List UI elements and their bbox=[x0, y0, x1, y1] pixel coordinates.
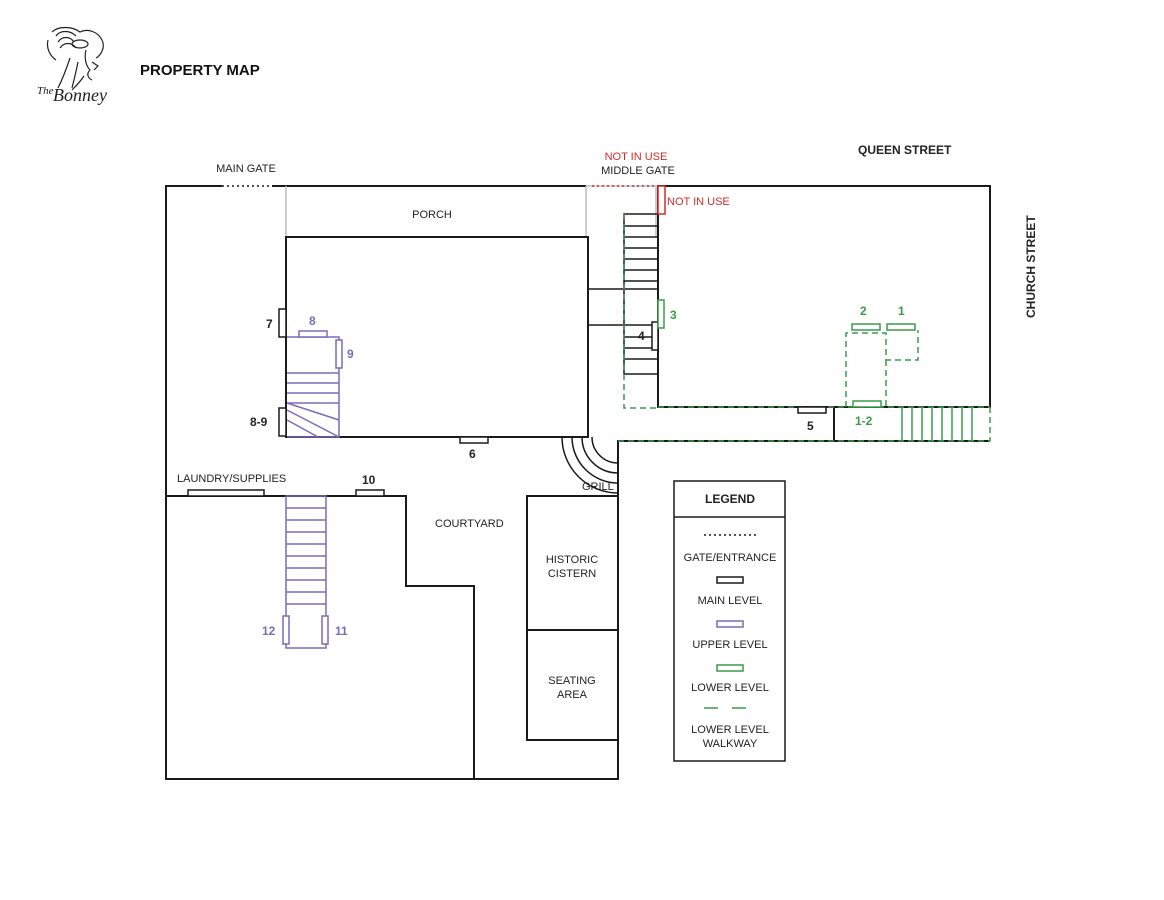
legend-main-label: MAIN LEVEL bbox=[698, 595, 763, 607]
main-gate-label: MAIN GATE bbox=[216, 163, 276, 175]
legend-title: LEGEND bbox=[705, 492, 755, 506]
room-label-8-9: 8-9 bbox=[250, 415, 268, 429]
laundry-door[interactable] bbox=[187, 489, 265, 497]
room-label-12: 12 bbox=[262, 624, 276, 638]
room-label-7: 7 bbox=[266, 317, 273, 331]
lower-level-doors bbox=[657, 299, 916, 408]
door-11[interactable] bbox=[321, 615, 329, 645]
room-label-1: 1 bbox=[898, 304, 905, 318]
bonney-logo: The Bonney bbox=[37, 26, 107, 105]
room-label-1-2: 1-2 bbox=[855, 414, 873, 428]
legend-upper-swatch bbox=[716, 620, 744, 628]
door-3[interactable] bbox=[657, 299, 665, 329]
middle-gate-label: MIDDLE GATE bbox=[601, 165, 675, 177]
room-label-5: 5 bbox=[807, 419, 814, 433]
upper-stairs-south bbox=[285, 495, 327, 649]
church-street-label: CHURCH STREET bbox=[1024, 215, 1038, 318]
logo-text-bonney: Bonney bbox=[53, 85, 107, 105]
seating-area bbox=[526, 629, 619, 741]
east-building bbox=[657, 185, 991, 408]
room-label-2: 2 bbox=[860, 304, 867, 318]
side-door-status: NOT IN USE bbox=[667, 196, 730, 208]
connector-walkway bbox=[587, 288, 659, 326]
cistern-label-line2: CISTERN bbox=[548, 568, 596, 580]
room-label-4: 4 bbox=[638, 329, 645, 343]
door-7[interactable] bbox=[278, 308, 287, 338]
door-10[interactable] bbox=[355, 489, 385, 497]
door-5[interactable] bbox=[797, 406, 827, 414]
middle-gate-status: NOT IN USE bbox=[605, 151, 668, 163]
legend-walkway-label-line1: LOWER LEVEL bbox=[691, 724, 769, 736]
door-9[interactable] bbox=[335, 339, 343, 369]
legend-lower-label: LOWER LEVEL bbox=[691, 682, 769, 694]
seating-label-line2: AREA bbox=[557, 689, 588, 701]
porch-label: PORCH bbox=[412, 209, 452, 221]
door-12[interactable] bbox=[282, 615, 290, 645]
room-label-3: 3 bbox=[670, 308, 677, 322]
legend-main-swatch bbox=[716, 576, 744, 584]
laundry-label: LAUNDRY/SUPPLIES bbox=[177, 473, 286, 485]
room-label-11: 11 bbox=[335, 624, 348, 638]
legend-lower-swatch bbox=[716, 664, 744, 672]
upper-level-doors bbox=[282, 330, 343, 645]
room-label-10: 10 bbox=[362, 473, 376, 487]
legend-walkway-label-line2: WALKWAY bbox=[703, 738, 758, 750]
legend-gate-label: GATE/ENTRANCE bbox=[684, 552, 777, 564]
cavalier-head-icon bbox=[46, 26, 104, 91]
door-2[interactable] bbox=[851, 323, 881, 331]
page-title: PROPERTY MAP bbox=[140, 62, 260, 79]
queen-street-label: QUEEN STREET bbox=[858, 143, 952, 157]
legend: LEGEND GATE/ENTRANCE MAIN LEVEL UPPER LE… bbox=[673, 480, 786, 762]
legend-upper-label: UPPER LEVEL bbox=[692, 639, 767, 651]
door-1-2[interactable] bbox=[852, 400, 882, 408]
courtyard-label: COURTYARD bbox=[435, 518, 504, 530]
door-8-9[interactable] bbox=[278, 407, 287, 437]
upper-stairs-north bbox=[286, 336, 340, 438]
door-1[interactable] bbox=[886, 323, 916, 331]
door-6[interactable] bbox=[459, 436, 489, 444]
cistern-label-line1: HISTORIC bbox=[546, 554, 598, 566]
grill-label: GRILL bbox=[582, 481, 614, 493]
room-label-6: 6 bbox=[469, 447, 476, 461]
side-door-not-in-use bbox=[657, 185, 666, 215]
curved-steps bbox=[561, 436, 619, 494]
logo-text-the: The bbox=[37, 85, 54, 97]
door-4[interactable] bbox=[651, 321, 659, 351]
room-label-8: 8 bbox=[309, 314, 316, 328]
porch: PORCH bbox=[285, 185, 657, 237]
room-label-9: 9 bbox=[347, 347, 354, 361]
door-8[interactable] bbox=[298, 330, 328, 338]
lower-steps bbox=[901, 407, 973, 441]
seating-label-line1: SEATING bbox=[548, 675, 595, 687]
main-level-doors bbox=[187, 308, 827, 497]
south-building bbox=[166, 495, 475, 779]
